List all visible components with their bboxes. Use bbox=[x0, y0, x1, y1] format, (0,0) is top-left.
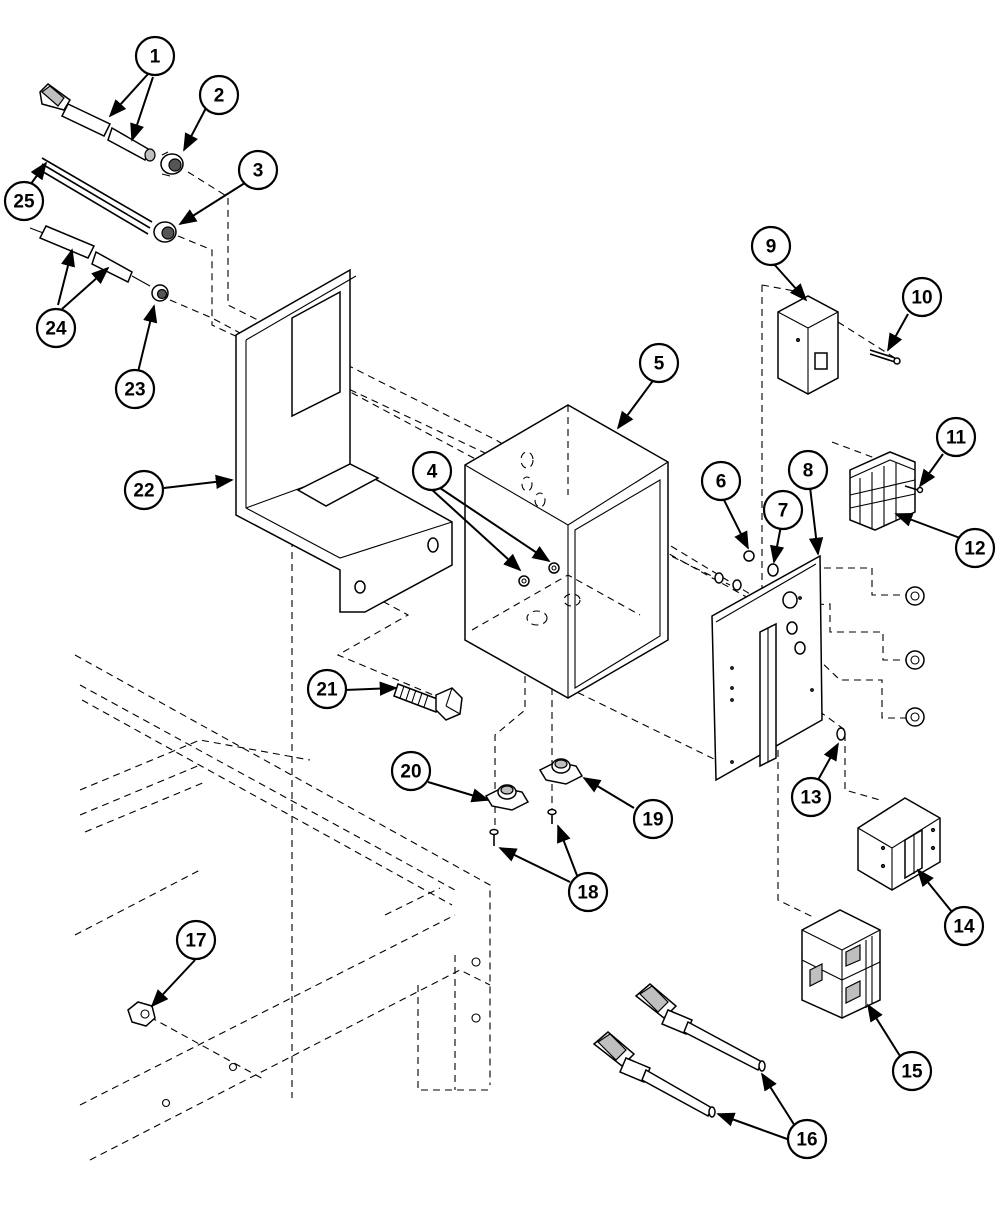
callout-13: 13 bbox=[790, 776, 832, 818]
callout-21: 21 bbox=[306, 668, 348, 710]
thermostat-19 bbox=[538, 758, 584, 785]
callout-19-label: 19 bbox=[642, 810, 663, 831]
callout-5-label: 5 bbox=[654, 354, 665, 375]
receptacle-2 bbox=[160, 151, 184, 177]
wire-leads-25 bbox=[39, 157, 153, 235]
leader-lines bbox=[27, 73, 961, 1141]
callout-25: 25 bbox=[3, 180, 45, 222]
callout-23: 23 bbox=[114, 368, 156, 410]
callout-20-label: 20 bbox=[400, 762, 421, 783]
callout-8-label: 8 bbox=[803, 461, 814, 482]
bushings-6-7 bbox=[714, 550, 779, 591]
callout-11-label: 11 bbox=[946, 428, 967, 449]
callout-4: 4 bbox=[411, 450, 453, 492]
callout-1-label: 1 bbox=[150, 47, 161, 68]
callout-18: 18 bbox=[567, 871, 609, 913]
callout-2-label: 2 bbox=[214, 86, 225, 107]
contactor-14 bbox=[857, 797, 941, 891]
receptacle-23 bbox=[151, 284, 169, 302]
mounting-bracket-22 bbox=[235, 268, 453, 613]
callout-5: 5 bbox=[638, 342, 680, 384]
callout-8: 8 bbox=[787, 449, 829, 491]
callout-16-label: 16 bbox=[796, 1130, 817, 1151]
relay-box-9 bbox=[777, 295, 839, 395]
callout-6: 6 bbox=[700, 460, 742, 502]
callout-11: 11 bbox=[935, 416, 977, 458]
callout-12-label: 12 bbox=[964, 539, 985, 560]
bolt-21 bbox=[393, 683, 463, 721]
callout-18-label: 18 bbox=[577, 883, 598, 904]
callout-22-label: 22 bbox=[133, 481, 154, 502]
enclosure-box-5 bbox=[464, 404, 669, 699]
callout-25-label: 25 bbox=[13, 192, 35, 213]
callout-16: 16 bbox=[786, 1118, 828, 1160]
callout-14: 14 bbox=[943, 905, 985, 947]
rail-end-13 bbox=[836, 727, 846, 741]
callout-24-label: 24 bbox=[45, 319, 67, 340]
callout-15: 15 bbox=[891, 1050, 933, 1092]
callout-7-label: 7 bbox=[778, 501, 789, 522]
callout-1: 1 bbox=[134, 35, 176, 77]
thermostat-20 bbox=[484, 784, 530, 811]
mounting-panel-8 bbox=[711, 554, 823, 782]
cable-assembly-1 bbox=[39, 83, 156, 162]
callout-19: 19 bbox=[632, 798, 674, 840]
callout-21-label: 21 bbox=[316, 680, 338, 701]
callout-10: 10 bbox=[901, 276, 943, 318]
cable-24 bbox=[29, 225, 151, 287]
screw-10 bbox=[869, 349, 901, 365]
callout-12: 12 bbox=[954, 527, 996, 569]
relay-15 bbox=[801, 909, 881, 1019]
cables-16 bbox=[592, 983, 766, 1118]
lock-washers bbox=[905, 586, 925, 727]
callout-13-label: 13 bbox=[800, 788, 821, 809]
screws-18 bbox=[489, 808, 557, 846]
callout-9: 9 bbox=[750, 225, 792, 267]
callout-7: 7 bbox=[762, 489, 804, 531]
callout-23-label: 23 bbox=[124, 380, 145, 401]
callout-15-label: 15 bbox=[901, 1062, 923, 1083]
callout-9-label: 9 bbox=[766, 237, 777, 258]
callout-17-label: 17 bbox=[185, 931, 206, 952]
callout-4-label: 4 bbox=[427, 462, 438, 483]
callout-6-label: 6 bbox=[716, 472, 727, 493]
nuts-4 bbox=[518, 562, 560, 587]
callout-22: 22 bbox=[123, 469, 165, 511]
callout-17: 17 bbox=[175, 919, 217, 961]
callout-24: 24 bbox=[35, 307, 77, 349]
callout-20: 20 bbox=[390, 750, 432, 792]
table-frame bbox=[74, 654, 491, 1161]
callout-3-label: 3 bbox=[253, 161, 264, 182]
receptacle-3 bbox=[153, 221, 177, 243]
callout-10-label: 10 bbox=[911, 288, 932, 309]
callout-2: 2 bbox=[198, 74, 240, 116]
nut-17 bbox=[127, 1001, 156, 1027]
callout-3: 3 bbox=[237, 149, 279, 191]
terminal-block-12 bbox=[849, 451, 924, 531]
callout-14-label: 14 bbox=[953, 917, 975, 938]
